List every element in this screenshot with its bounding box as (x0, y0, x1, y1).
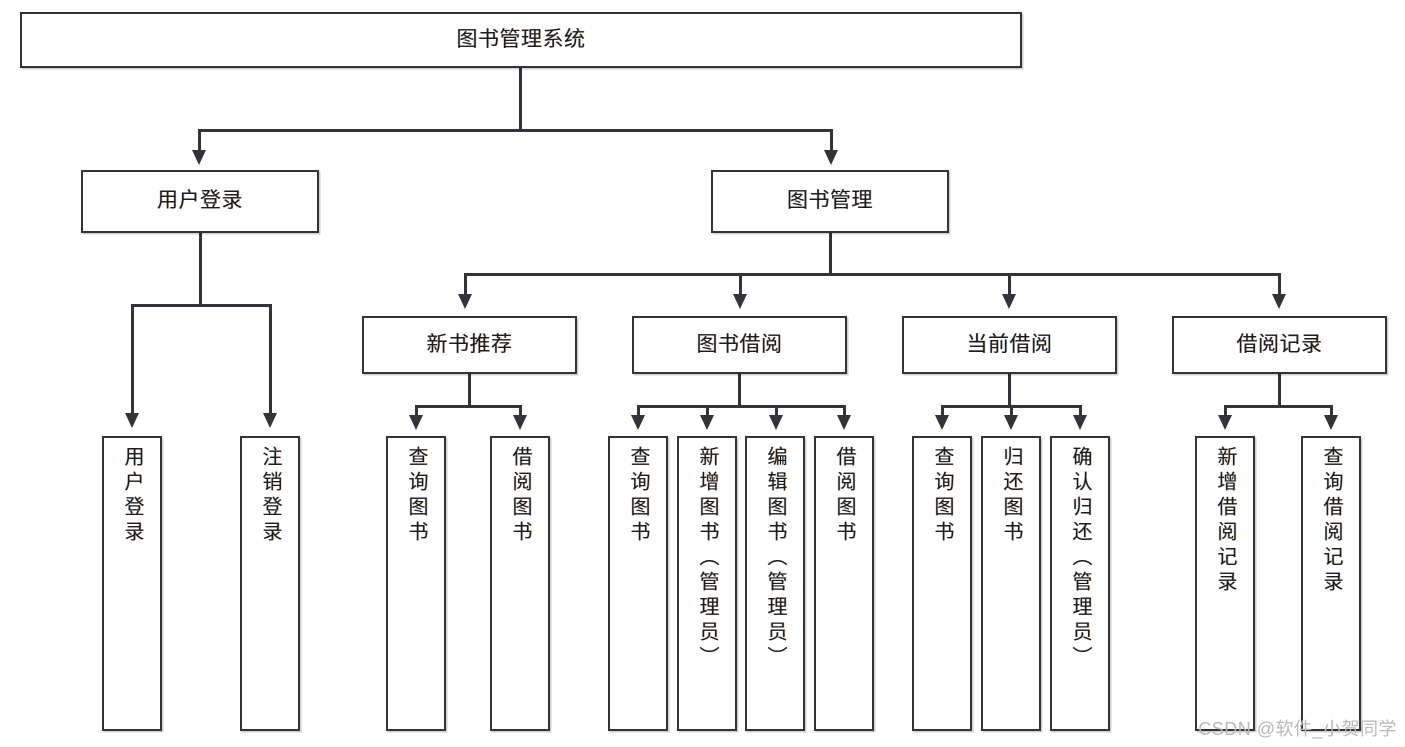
edge-nbr-leaf-2 (519, 405, 522, 418)
node-label: 用户登录 (157, 189, 243, 213)
arrowhead-leaf-user-login (125, 413, 139, 428)
arrowhead-bb-leaf-1 (631, 415, 645, 430)
arrowhead-br-leaf-1 (1218, 415, 1232, 430)
node-root-book-management-system[interactable]: 图书管理系统 (20, 12, 1022, 68)
edge-level3-bus (464, 273, 1280, 276)
arrowhead-borrow-record (1272, 294, 1286, 309)
leaf-confirm-return-admin[interactable]: 确认归还（管理员） (1050, 436, 1110, 731)
arrowhead-user-login (192, 150, 206, 165)
leaf-label: 查询图书 (931, 446, 953, 546)
leaf-label: 新增借阅记录 (1214, 446, 1236, 596)
edge-bb-leaf-2 (706, 405, 709, 418)
leaf-label: 用户登录 (121, 446, 143, 546)
arrowhead-bb-leaf-4 (837, 415, 851, 430)
leaf-label: 新增图书（管理员） (696, 446, 718, 671)
edge-bb-leaf-4 (843, 405, 846, 418)
leaf-label: 查询图书 (627, 446, 649, 546)
leaf-label: 确认归还（管理员） (1069, 446, 1091, 671)
edge-root-to-book-management (830, 129, 833, 153)
edge-to-borrow-record (1278, 273, 1281, 297)
edge-cb-leaf-3 (1079, 405, 1082, 418)
node-borrow-record[interactable]: 借阅记录 (1172, 316, 1387, 374)
leaf-label: 注销登录 (259, 446, 281, 546)
node-label: 新书推荐 (426, 332, 513, 356)
arrowhead-cb-leaf-1 (935, 415, 949, 430)
leaf-label: 归还图书 (1000, 446, 1022, 546)
arrowhead-book-management (824, 150, 838, 165)
arrowhead-br-leaf-2 (1324, 415, 1338, 430)
arrowhead-book-borrow (733, 294, 747, 309)
edge-borrow-record-stem (1278, 374, 1281, 406)
edge-book-borrow-stem (738, 374, 741, 406)
leaf-edit-book-admin[interactable]: 编辑图书（管理员） (745, 436, 805, 731)
arrowhead-new-book-recommend (458, 294, 472, 309)
node-label: 图书管理 (787, 189, 873, 213)
node-label: 图书管理系统 (456, 27, 586, 51)
leaf-label: 查询借阅记录 (1320, 446, 1342, 596)
edge-user-login-to-leaf-1 (131, 304, 134, 416)
leaf-borrow-book[interactable]: 借阅图书 (814, 436, 874, 731)
edge-to-book-borrow (739, 273, 742, 297)
leaf-label: 查询图书 (405, 446, 427, 546)
edge-root-bus (198, 129, 832, 132)
leaf-label: 借阅图书 (509, 446, 531, 546)
leaf-query-book-recommend[interactable]: 查询图书 (386, 436, 446, 731)
edge-root-to-user-login (198, 129, 201, 153)
arrowhead-cb-leaf-3 (1073, 415, 1087, 430)
edge-nbr-leaf-1 (415, 405, 418, 418)
edge-cb-leaf-2 (1010, 405, 1013, 418)
leaf-query-book-current[interactable]: 查询图书 (912, 436, 972, 731)
arrowhead-current-borrow (1002, 294, 1016, 309)
node-label: 当前借阅 (966, 332, 1053, 356)
arrowhead-bb-leaf-3 (769, 415, 783, 430)
csdn-watermark: CSDN @软件_小贺同学 (1198, 719, 1397, 739)
edge-new-book-recommend-stem (468, 374, 471, 406)
edge-book-management-stem (829, 233, 832, 275)
edge-current-borrow-stem (1008, 374, 1011, 406)
edge-user-login-to-leaf-2 (269, 304, 272, 416)
edge-new-book-recommend-bus (415, 405, 521, 408)
arrowhead-nbr-leaf-2 (513, 415, 527, 430)
arrowhead-nbr-leaf-1 (409, 415, 423, 430)
edge-to-current-borrow (1008, 273, 1011, 297)
edge-br-leaf-1 (1224, 405, 1227, 418)
edge-user-login-stem (199, 233, 202, 305)
node-book-borrow[interactable]: 图书借阅 (632, 316, 847, 374)
node-label: 借阅记录 (1236, 332, 1323, 356)
leaf-query-book-borrow[interactable]: 查询图书 (608, 436, 668, 731)
node-current-borrow[interactable]: 当前借阅 (902, 316, 1117, 374)
node-user-login[interactable]: 用户登录 (81, 170, 319, 233)
arrowhead-cb-leaf-2 (1004, 415, 1018, 430)
leaf-label: 借阅图书 (833, 446, 855, 546)
leaf-label: 编辑图书（管理员） (764, 446, 786, 671)
edge-bb-leaf-3 (775, 405, 778, 418)
leaf-add-book-admin[interactable]: 新增图书（管理员） (677, 436, 737, 731)
leaf-borrow-book-recommend[interactable]: 借阅图书 (490, 436, 550, 731)
arrowhead-leaf-logout (263, 413, 277, 428)
node-label: 图书借阅 (696, 332, 783, 356)
arrowhead-bb-leaf-2 (700, 415, 714, 430)
edge-book-borrow-bus (637, 405, 845, 408)
node-book-management[interactable]: 图书管理 (711, 170, 949, 233)
leaf-query-borrow-record[interactable]: 查询借阅记录 (1301, 436, 1361, 731)
leaf-return-book[interactable]: 归还图书 (981, 436, 1041, 731)
edge-borrow-record-bus (1224, 405, 1332, 408)
edge-bb-leaf-1 (637, 405, 640, 418)
edge-to-new-book-recommend (464, 273, 467, 297)
leaf-logout[interactable]: 注销登录 (240, 436, 300, 731)
edge-cb-leaf-1 (941, 405, 944, 418)
leaf-add-borrow-record[interactable]: 新增借阅记录 (1195, 436, 1255, 731)
edge-root-stem (519, 68, 522, 130)
leaf-user-login[interactable]: 用户登录 (102, 436, 162, 731)
edge-br-leaf-2 (1330, 405, 1333, 418)
node-new-book-recommend[interactable]: 新书推荐 (362, 316, 577, 374)
edge-user-login-bus (131, 304, 271, 307)
